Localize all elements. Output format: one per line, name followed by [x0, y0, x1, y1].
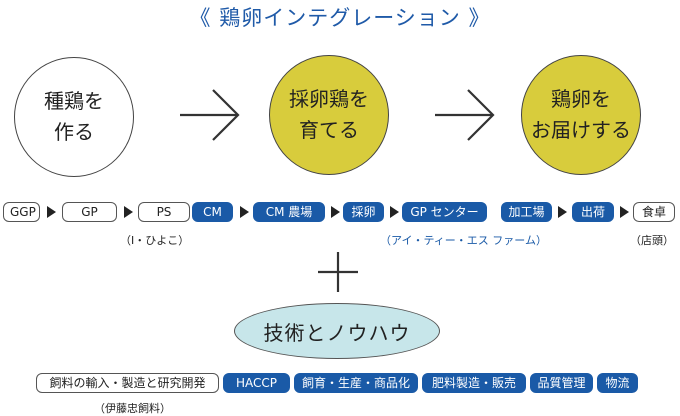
group3-note: （店頭）: [630, 234, 674, 247]
tag-egg-collection: 採卵: [343, 202, 384, 222]
group2-note: （アイ・ティー・エス ファーム）: [380, 234, 547, 247]
tag-dining-table: 食卓: [633, 202, 675, 222]
triangle-right-icon: [620, 206, 629, 218]
center-ellipse: 技術とノウハウ: [234, 303, 440, 359]
tag-cm: CM: [192, 202, 233, 222]
tag-processing-plant: 加工場: [501, 202, 552, 222]
bottom-note: （伊藤忠飼料）: [94, 402, 171, 415]
plus-icon: [318, 252, 358, 292]
triangle-right-icon: [331, 206, 340, 218]
tag-gp: GP: [62, 202, 117, 222]
stage-circle-breeder: 種鶏を 作る: [14, 57, 134, 177]
tag-quality-control: 品質管理: [530, 373, 593, 393]
tag-ps: PS: [138, 202, 190, 222]
arrow-right-icon: [180, 89, 240, 141]
tag-ggp: GGP: [3, 202, 40, 222]
tag-shipping: 出荷: [572, 202, 614, 222]
triangle-right-icon: [124, 206, 133, 218]
tag-breeding-production: 飼育・生産・商品化: [294, 373, 418, 393]
tag-fertilizer: 肥料製造・販売: [422, 373, 526, 393]
triangle-right-icon: [240, 206, 249, 218]
tag-cm-farm: CM 農場: [253, 202, 325, 222]
triangle-right-icon: [558, 206, 567, 218]
triangle-right-icon: [47, 206, 56, 218]
tag-haccp: HACCP: [223, 373, 290, 393]
triangle-right-icon: [390, 206, 399, 218]
tag-gp-center: GP センター: [402, 202, 487, 222]
stage-circle-delivery: 鶏卵を お届けする: [521, 55, 641, 175]
diagram-title: 《 鶏卵インテグレーション 》: [189, 6, 491, 30]
arrow-right-icon: [435, 89, 495, 141]
tag-feed-import-research: 飼料の輸入・製造と研究開発: [36, 373, 219, 393]
stage-circle-layer: 採卵鶏を 育てる: [269, 55, 389, 175]
tag-logistics: 物流: [597, 373, 638, 393]
group1-note: （I・ひよこ）: [120, 234, 190, 247]
